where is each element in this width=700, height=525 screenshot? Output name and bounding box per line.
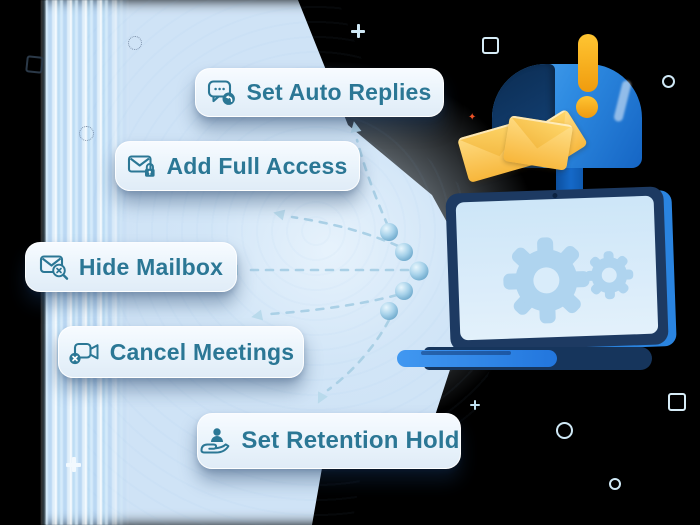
chip-label: Hide Mailbox <box>78 253 224 280</box>
plus-icon <box>351 24 365 38</box>
laptop-illustration <box>397 186 680 386</box>
video-camera-x-icon <box>69 342 99 364</box>
chip-set-retention-hold[interactable]: Set Retention Hold <box>197 413 461 469</box>
envelope-lock-icon <box>128 154 156 177</box>
chip-add-full-access[interactable]: Add Full Access <box>115 141 360 191</box>
mailbox-flag-icon <box>578 34 598 92</box>
chip-cancel-meetings[interactable]: Cancel Meetings <box>58 326 304 378</box>
laptop-screen <box>455 195 659 341</box>
chip-hide-mailbox[interactable]: Hide Mailbox <box>25 242 237 292</box>
square-outline-icon <box>25 55 44 74</box>
hand-holding-user-icon <box>200 428 230 454</box>
circle-outline-icon <box>609 478 621 490</box>
chip-label: Set Auto Replies <box>246 79 432 105</box>
square-outline-icon <box>482 37 499 54</box>
plus-icon <box>470 400 480 410</box>
mailbox-flag-pivot <box>576 96 598 118</box>
auto-reply-chat-icon <box>208 80 236 105</box>
sparkle-icon: ✦ <box>468 112 477 123</box>
chip-set-auto-replies[interactable]: Set Auto Replies <box>195 68 444 117</box>
chip-label: Set Retention Hold <box>241 427 460 454</box>
envelope-search-x-icon <box>39 255 69 280</box>
gears-icon <box>503 237 634 324</box>
plus-icon <box>66 457 81 472</box>
laptop-base-front <box>397 350 557 367</box>
square-outline-icon <box>668 393 686 411</box>
laptop-frame <box>445 186 669 352</box>
envelope-icon <box>502 115 574 171</box>
chip-label: Add Full Access <box>166 152 348 179</box>
circle-outline-icon <box>662 75 675 88</box>
dotted-circle-icon <box>128 36 142 50</box>
circle-outline-icon <box>556 422 573 439</box>
chip-label: Cancel Meetings <box>109 338 295 365</box>
dotted-circle-icon <box>79 126 94 141</box>
webcam-icon <box>552 192 558 199</box>
